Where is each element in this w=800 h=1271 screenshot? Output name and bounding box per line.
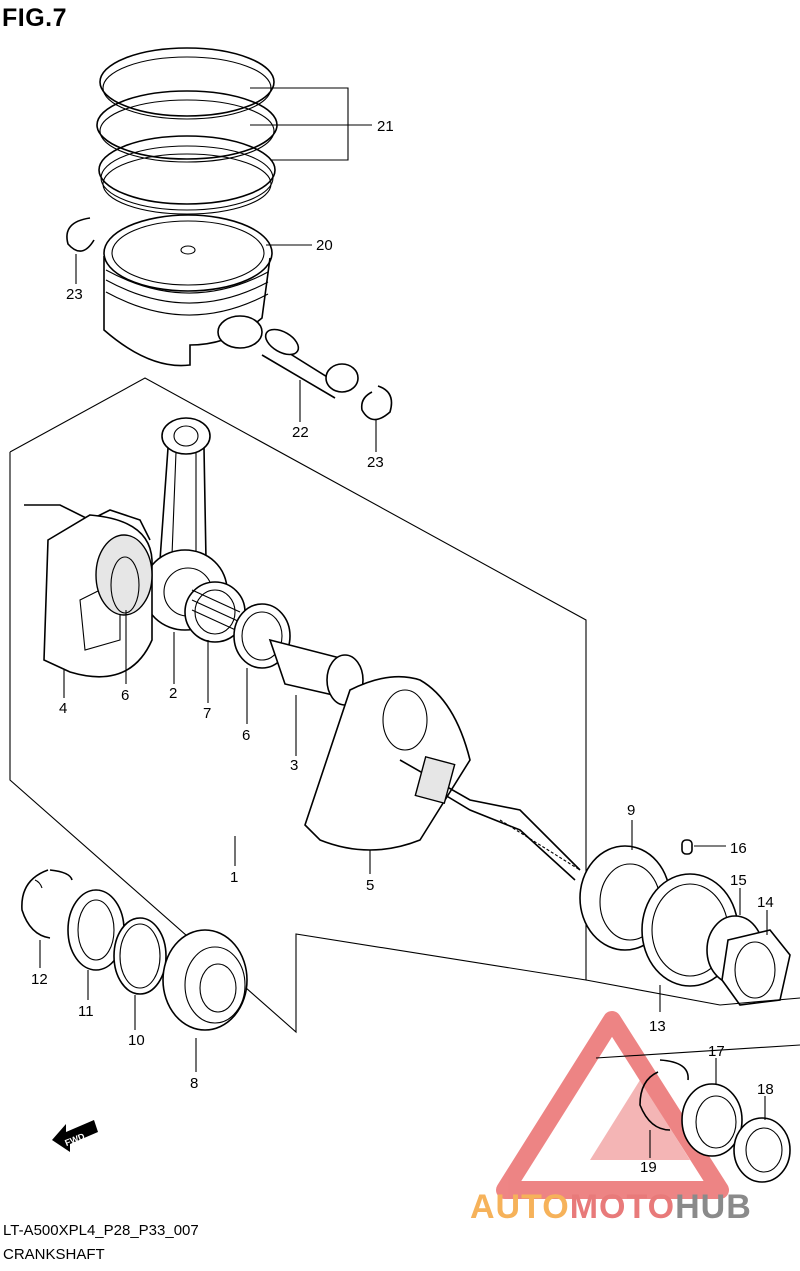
callout-5: 5	[366, 877, 374, 894]
crank-nut	[721, 929, 791, 1006]
callout-6-left: 6	[121, 687, 129, 704]
callout-14: 14	[757, 894, 774, 911]
watermark-part-auto: AUTO	[470, 1188, 570, 1226]
fwd-arrow-icon	[52, 1120, 98, 1152]
circlip-upper	[66, 217, 95, 252]
callout-1: 1	[230, 869, 238, 886]
right-crank-web	[304, 675, 581, 881]
callout-20: 20	[316, 237, 333, 254]
callout-10: 10	[128, 1032, 145, 1049]
callout-8: 8	[190, 1075, 198, 1092]
callout-17: 17	[708, 1043, 725, 1060]
woodruff-key	[681, 839, 693, 855]
callout-3: 3	[290, 757, 298, 774]
watermark-part-moto: MOTO	[569, 1188, 676, 1226]
callout-22: 22	[292, 424, 309, 441]
watermark-logo: AUTOMOTOHUB	[470, 1188, 752, 1227]
callout-11: 11	[78, 1003, 94, 1020]
callout-21: 21	[377, 118, 394, 135]
callout-15: 15	[730, 872, 747, 889]
callout-19: 19	[640, 1159, 657, 1176]
callout-12: 12	[31, 971, 48, 988]
callout-labels: 21 20 23 22 23 4 6 2 7 6 3 1 5 9 16 15 1…	[31, 118, 774, 1176]
ring-callout-bracket	[250, 87, 349, 161]
left-main-bearing	[162, 929, 248, 1031]
watermark-triangle-logo	[496, 1011, 729, 1199]
piston-rings	[96, 47, 278, 215]
figure-label: FIG.7	[2, 4, 68, 32]
spacer-ring	[113, 917, 167, 995]
drawing-code: LT-A500XPL4_P28_P33_007	[3, 1222, 199, 1239]
callout-6-right: 6	[242, 727, 250, 744]
callout-23-upper: 23	[66, 286, 83, 303]
watermark-part-hub: HUB	[675, 1188, 752, 1226]
diagram-caption: CRANKSHAFT	[3, 1246, 105, 1263]
thrust-washer-left	[110, 556, 140, 614]
circlip-lower	[360, 385, 393, 421]
piston	[103, 214, 273, 367]
piston-pin	[261, 328, 359, 399]
callout-4: 4	[59, 700, 67, 717]
callout-18: 18	[757, 1081, 774, 1098]
snap-ring	[21, 869, 73, 939]
left-crank-web	[24, 504, 153, 678]
bearing-circlip	[639, 1071, 671, 1131]
callout-23-lower: 23	[367, 454, 384, 471]
callout-16: 16	[730, 840, 747, 857]
assembly-boundary	[9, 377, 587, 1034]
callout-13: 13	[649, 1018, 666, 1035]
callout-7: 7	[203, 705, 211, 722]
callout-9: 9	[627, 802, 635, 819]
balancer-bearing	[681, 1083, 743, 1157]
callout-2: 2	[169, 685, 177, 702]
